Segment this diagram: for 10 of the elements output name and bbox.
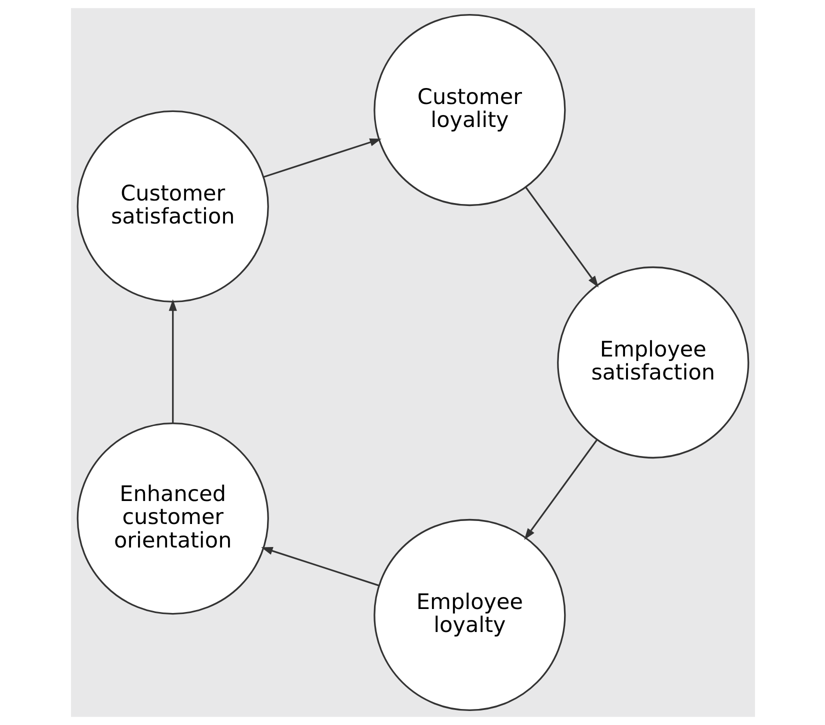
arrow bbox=[168, 299, 176, 424]
arrow bbox=[524, 186, 598, 288]
node-circle: Enhanced customer orientation bbox=[76, 422, 268, 615]
node-circle: Employee satisfaction bbox=[556, 266, 749, 459]
node-circle: Employee loyalty bbox=[373, 518, 566, 712]
node-circle: Customer satisfaction bbox=[76, 110, 268, 303]
arrow bbox=[262, 138, 381, 178]
arrow bbox=[524, 439, 598, 540]
arrow bbox=[260, 546, 379, 586]
node-circle: Customer loyality bbox=[373, 14, 566, 206]
